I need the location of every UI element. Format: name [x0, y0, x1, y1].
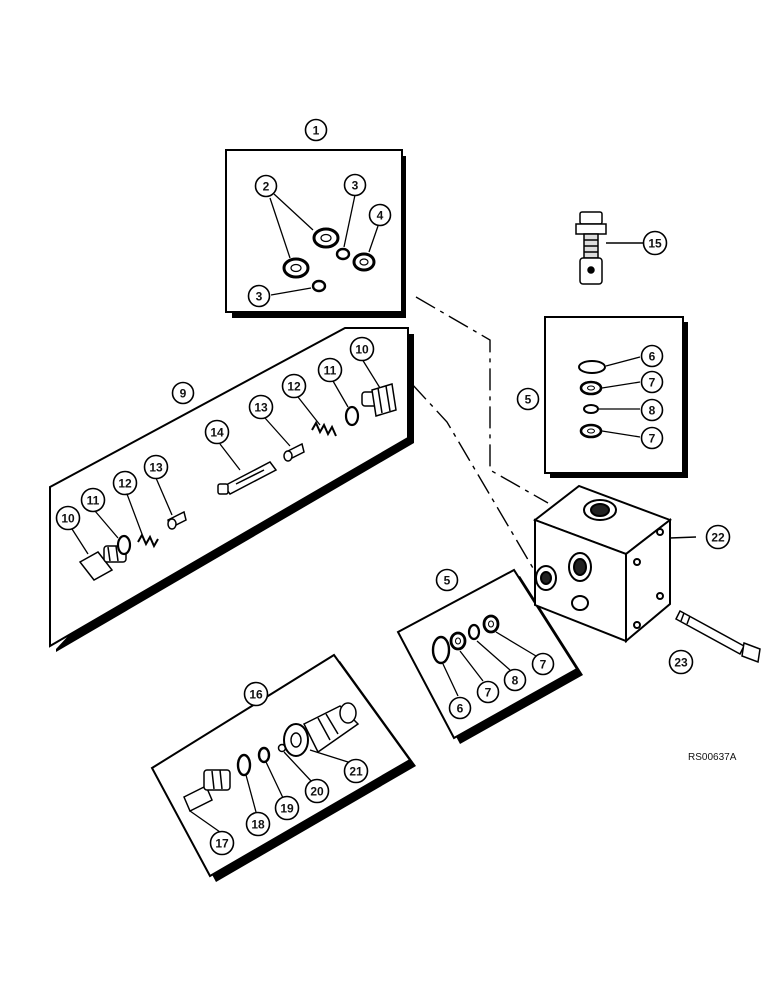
valve-cartridge-part — [575, 211, 643, 285]
callout-12-lower: 12 — [112, 470, 138, 496]
svg-text:2: 2 — [263, 180, 270, 194]
svg-text:10: 10 — [355, 343, 369, 357]
svg-text:8: 8 — [512, 674, 519, 688]
seal-kit-5-upper-parts — [578, 356, 641, 439]
drawing-reference-code: RS00637A — [688, 752, 737, 763]
svg-text:17: 17 — [215, 837, 229, 851]
panel-seal-kit-5-lower — [396, 568, 583, 744]
callout-20: 20 — [304, 778, 330, 804]
svg-text:5: 5 — [444, 574, 451, 588]
callout-6-lower: 6 — [448, 696, 472, 720]
valve-body-part — [532, 484, 697, 644]
svg-text:11: 11 — [87, 494, 100, 508]
valve-kit-9-parts — [71, 358, 397, 581]
svg-text:6: 6 — [649, 350, 656, 364]
svg-text:4: 4 — [377, 209, 384, 223]
check-valve-kit-16-parts — [183, 702, 360, 833]
svg-text:14: 14 — [210, 426, 224, 440]
svg-text:16: 16 — [249, 688, 263, 702]
panel-check-valve-kit-16 — [150, 653, 416, 882]
callout-4: 4 — [368, 203, 392, 227]
panel-seal-kit-5-upper — [544, 316, 688, 478]
callout-16: 16 — [243, 681, 269, 707]
svg-text:12: 12 — [287, 380, 301, 394]
callout-15: 15 — [642, 230, 668, 256]
svg-text:7: 7 — [485, 686, 492, 700]
svg-text:7: 7 — [649, 432, 656, 446]
callout-5-upper: 5 — [516, 387, 540, 411]
svg-text:3: 3 — [256, 290, 263, 304]
bolt-part — [675, 609, 761, 664]
assembly-leader-lines — [410, 296, 549, 581]
svg-text:22: 22 — [711, 531, 725, 545]
callout-7-upper-b: 7 — [640, 426, 664, 450]
svg-text:3: 3 — [352, 179, 359, 193]
svg-text:21: 21 — [349, 765, 363, 779]
callout-14: 14 — [204, 419, 230, 445]
seal-kit-5-lower-parts — [431, 614, 537, 697]
callout-7-lower-b: 7 — [531, 652, 555, 676]
callout-7-upper-a: 7 — [640, 370, 664, 394]
svg-text:12: 12 — [118, 477, 132, 491]
callout-10-upper: 10 — [349, 336, 375, 362]
callout-3-upper: 3 — [343, 173, 367, 197]
svg-text:1: 1 — [313, 124, 320, 138]
svg-text:7: 7 — [540, 658, 547, 672]
callout-6-upper: 6 — [640, 344, 664, 368]
callout-8-lower: 8 — [503, 668, 527, 692]
callout-11-upper: 11 — [317, 357, 343, 383]
svg-text:20: 20 — [310, 785, 324, 799]
svg-text:13: 13 — [254, 401, 268, 415]
callout-1: 1 — [304, 118, 328, 142]
callout-8-upper: 8 — [640, 398, 664, 422]
svg-text:10: 10 — [61, 512, 75, 526]
callout-22: 22 — [705, 524, 731, 550]
svg-text:8: 8 — [649, 404, 656, 418]
svg-text:5: 5 — [525, 393, 532, 407]
callout-10-lower: 10 — [55, 505, 81, 531]
seal-kit-1-parts — [269, 193, 379, 296]
callout-11-lower: 11 — [80, 487, 106, 513]
svg-text:18: 18 — [251, 818, 265, 832]
callout-2: 2 — [254, 174, 278, 198]
svg-text:11: 11 — [324, 364, 337, 378]
callout-17: 17 — [209, 830, 235, 856]
svg-text:23: 23 — [674, 656, 688, 670]
svg-text:9: 9 — [180, 387, 187, 401]
callout-23: 23 — [668, 649, 694, 675]
callout-18: 18 — [245, 811, 271, 837]
callout-5-lower: 5 — [435, 568, 459, 592]
svg-text:7: 7 — [649, 376, 656, 390]
callout-7-lower-a: 7 — [476, 680, 500, 704]
callout-21: 21 — [343, 758, 369, 784]
svg-text:6: 6 — [457, 702, 464, 716]
svg-text:13: 13 — [149, 461, 163, 475]
callout-19: 19 — [274, 795, 300, 821]
callout-9: 9 — [171, 381, 195, 405]
callout-12-upper: 12 — [281, 373, 307, 399]
svg-text:15: 15 — [648, 237, 662, 251]
callout-3-lower: 3 — [247, 284, 271, 308]
callout-13-lower: 13 — [143, 454, 169, 480]
svg-text:19: 19 — [280, 802, 294, 816]
callout-13-upper: 13 — [248, 394, 274, 420]
